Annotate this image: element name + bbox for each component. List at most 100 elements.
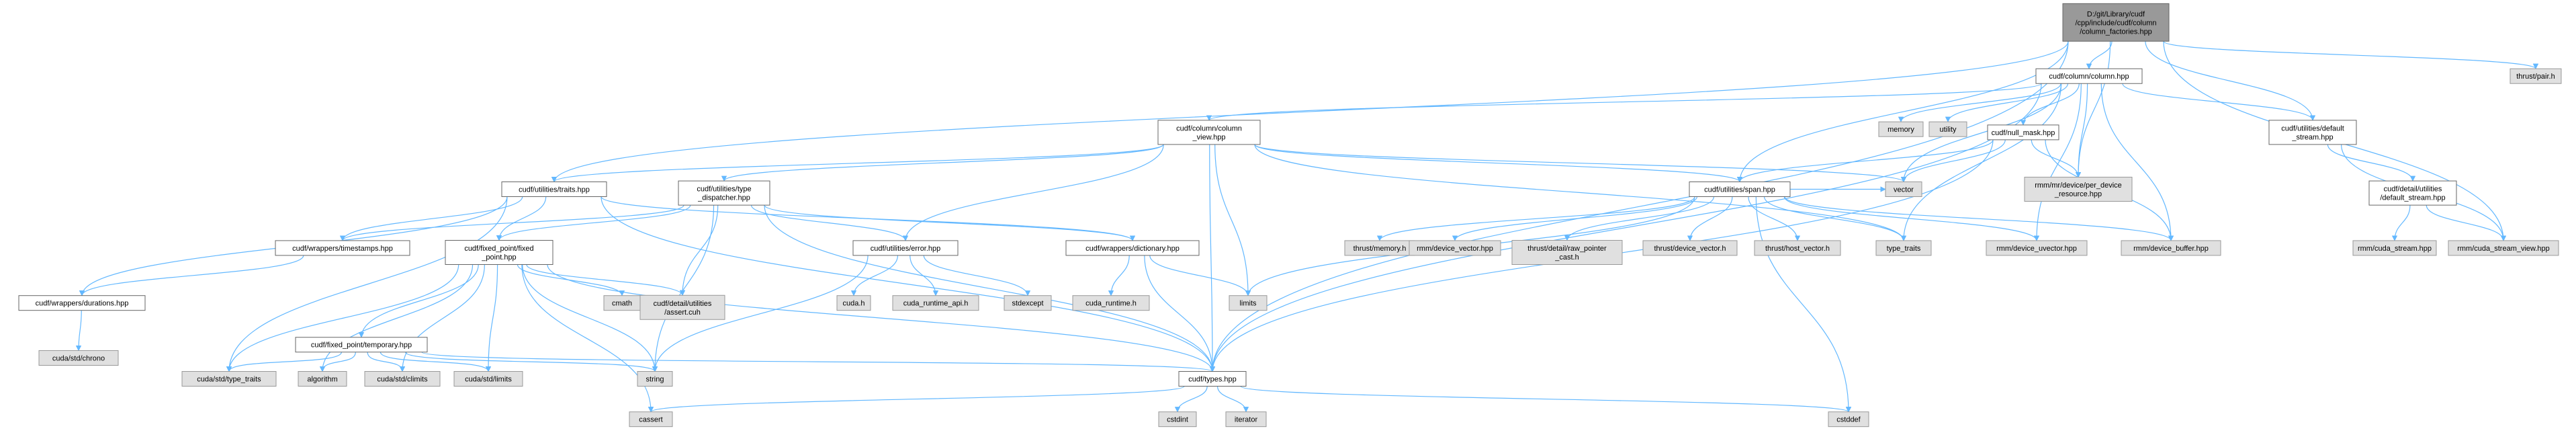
node-label-line: _cast.h (1554, 253, 1579, 262)
node-stdexcept: stdexcept (1004, 295, 1052, 311)
node-rmm-device-vector: rmm/device_vector.hpp (1409, 240, 1501, 256)
edge-span-to-raw_pointer_cast (1564, 196, 1715, 241)
node-label-line: cudf/column/column (1176, 124, 1242, 132)
node-box (2062, 3, 2170, 42)
edge-type_dispatcher-to-fixed_point (496, 204, 691, 241)
node-box (639, 294, 725, 320)
node-box (295, 337, 428, 353)
dependency-edges (75, 40, 2538, 413)
node-durations[interactable]: cudf/wrappers/durations.hpp (18, 295, 146, 311)
edge-root-to-column (2086, 41, 2113, 70)
node-box (1986, 240, 2088, 256)
node-box (1987, 124, 2059, 141)
node-cmath: cmath (603, 295, 641, 311)
edge-temporary-to-algorithm (319, 352, 356, 372)
node-types[interactable]: cudf/types.hpp (1178, 371, 1247, 387)
node-box (1225, 411, 1267, 428)
node-utility: utility (1928, 121, 1967, 137)
edge-span-to-cstddef (1755, 196, 1852, 413)
node-label-line: type_traits (1887, 245, 1921, 253)
node-box (1642, 240, 1738, 256)
node-label-line: cudf/utilities/default (2281, 124, 2344, 132)
edge-column_view-to-type_dispatcher (721, 144, 1164, 182)
edge-type_dispatcher-to-dictionary (764, 204, 1136, 241)
edge-column-to-device_buffer (2100, 83, 2174, 241)
node-column[interactable]: cudf/column/column.hpp (2035, 68, 2143, 84)
node-cuda-stream: rmm/cuda_stream.hpp (2352, 240, 2437, 256)
node-timestamps[interactable]: cudf/wrappers/timestamps.hpp (275, 240, 410, 256)
node-label-line: cudf/utilities/type (697, 186, 751, 194)
edge-temporary-to-cuda_limits (380, 352, 492, 372)
edge-column_view-to-limits (1214, 144, 1251, 296)
node-thrust-memory: thrust/memory.h (1344, 240, 1415, 256)
edge-span-to-thrust_memory (1376, 196, 1695, 241)
edge-null_mask-to-span (1736, 139, 1994, 183)
node-label-line: _stream.hpp (2291, 133, 2333, 141)
edge-column-to-memory (1898, 83, 2061, 123)
node-label-line: cuda/std/type_traits (197, 376, 261, 384)
node-box (2035, 68, 2143, 84)
node-chrono: cuda/std/chrono (38, 350, 119, 366)
edge-fixed_point-to-cuda_type_traits (226, 264, 459, 372)
node-box (1689, 182, 1791, 197)
edge-type_dispatcher-to-assert (679, 205, 719, 296)
node-box (364, 371, 441, 387)
node-label-line: cmath (612, 300, 632, 308)
node-fixed-point[interactable]: cudf/fixed_point/fixed_point.hpp (445, 240, 553, 265)
node-memory: memory (1878, 121, 1924, 137)
edge-span-to-thrust_device_vector (1687, 196, 1733, 241)
node-label-line: cudf/fixed_point/fixed (464, 245, 533, 253)
edge-column_view-to-span (1254, 144, 1743, 183)
node-cstddef: cstddef (1828, 411, 1869, 428)
node-error[interactable]: cudf/utilities/error.hpp (852, 240, 959, 256)
node-box (2368, 180, 2457, 206)
node-box (2510, 68, 2562, 84)
node-label-line: iterator (1235, 416, 1258, 424)
node-null-mask[interactable]: cudf/null_mask.hpp (1987, 124, 2059, 141)
node-cuda-runtime-api: cuda_runtime_api.h (892, 295, 979, 311)
node-traits[interactable]: cudf/utilities/traits.hpp (501, 182, 607, 197)
node-cuda-type-traits: cuda/std/type_traits (181, 371, 277, 387)
node-type-traits: type_traits (1875, 240, 1932, 256)
node-label-line: cudf/wrappers/durations.hpp (36, 300, 129, 308)
edge-column_view-to-error (902, 144, 1164, 241)
node-temporary[interactable]: cudf/fixed_point/temporary.hpp (295, 337, 428, 353)
node-assert: cudf/detail/utilities/assert.cuh (639, 294, 725, 320)
node-label-line: rmm/mr/device/per_device (2035, 182, 2122, 190)
node-label-line: cudf/detail/utilities (2384, 186, 2442, 194)
edge-fixed_point-to-cuda_limits (485, 264, 498, 372)
edge-types-to-cassert (648, 385, 1185, 413)
node-type-dispatcher[interactable]: cudf/utilities/type_dispatcher.hpp (678, 180, 770, 206)
node-box (2352, 240, 2437, 256)
node-label-line: cuda/std/limits (465, 376, 512, 384)
node-span[interactable]: cudf/utilities/span.hpp (1689, 182, 1791, 197)
node-label-line: _dispatcher.hpp (697, 194, 750, 202)
edge-traits-to-fixed_point (496, 196, 547, 241)
edge-dictionary-to-cuda_runtime (1108, 255, 1130, 296)
edge-column_view-to-type_traits (1254, 144, 1907, 241)
edge-types-to-cstdint (1174, 386, 1208, 413)
edge-fixed_point-to-temporary (358, 264, 479, 338)
node-label-line: cudf/utilities/traits.hpp (519, 186, 590, 194)
node-label-line: cuda.h (842, 300, 864, 308)
node-box (1928, 121, 1967, 137)
node-device-uvector: rmm/device_uvector.hpp (1986, 240, 2088, 256)
node-dictionary[interactable]: cudf/wrappers/dictionary.hpp (1065, 240, 1200, 256)
edge-column-to-null_mask (2020, 83, 2080, 126)
node-detail-default-stream[interactable]: cudf/detail/utilities/default_stream.hpp (2368, 180, 2457, 206)
node-box (1004, 295, 1052, 311)
edge-span-to-thrust_host_vector (1748, 196, 1801, 241)
node-box (1072, 295, 1150, 311)
edge-span-to-rmm_device_vector (1452, 196, 1697, 241)
edge-root-to-traits (551, 41, 2069, 183)
node-iterator: iterator (1225, 411, 1267, 428)
edge-traits-to-timestamps (339, 196, 523, 241)
edge-root-to-per_device (2075, 41, 2111, 178)
node-default-stream[interactable]: cudf/utilities/default_stream.hpp (2268, 120, 2357, 145)
node-box (445, 240, 553, 265)
node-column-view[interactable]: cudf/column/column_view.hpp (1157, 120, 1261, 145)
node-pair: thrust/pair.h (2510, 68, 2562, 84)
edge-timestamps-to-durations (79, 255, 304, 296)
node-label-line: cudf/wrappers/dictionary.hpp (1085, 245, 1180, 253)
node-box (2024, 177, 2133, 202)
